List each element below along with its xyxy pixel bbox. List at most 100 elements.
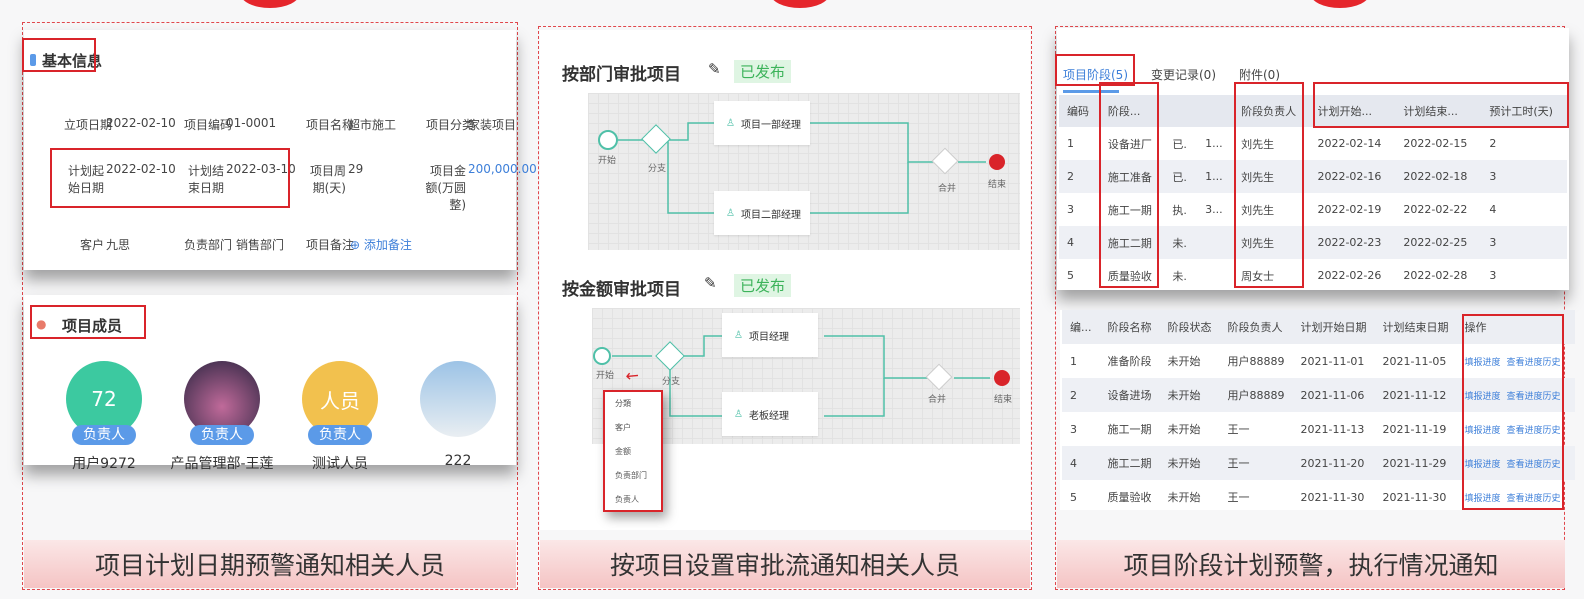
node-label: 老板经理 [748, 410, 789, 422]
table-cell: 5 [1067, 269, 1074, 282]
tab-change-log[interactable]: 变更记录(0) [1151, 68, 1216, 82]
table-cell: 5 [1070, 490, 1077, 504]
table-cell: 3 [1067, 203, 1074, 216]
report-progress-link[interactable]: 填报进度 [1464, 459, 1501, 470]
member-avatar[interactable]: 负责人产品管理部-王莲 [170, 361, 274, 472]
node-label: 项目一部经理 [740, 119, 801, 131]
column-header[interactable]: 编... [1062, 310, 1100, 344]
report-progress-link[interactable]: 填报进度 [1464, 391, 1501, 402]
member-avatar[interactable]: 222 [420, 361, 496, 469]
column-header[interactable]: 计划开始日期 [1292, 310, 1375, 344]
panel-border [1055, 26, 1565, 590]
status-tag: 已发布 [734, 274, 792, 297]
column-header[interactable]: 阶段负责人 [1219, 310, 1293, 344]
column-header[interactable]: 计划结束日期 [1374, 310, 1457, 344]
dropdown-option[interactable]: 负责部门 [615, 471, 647, 480]
member-name: 222 [444, 453, 472, 469]
dropdown-option[interactable]: 客户 [615, 423, 631, 432]
table-cell: 已. [1172, 137, 1187, 151]
table-cell: 刘先生 [1241, 203, 1275, 217]
edit-icon[interactable]: ✎ [704, 274, 717, 292]
report-progress-link[interactable]: 填报进度 [1464, 357, 1501, 368]
field-label: 项目编码 [184, 118, 233, 132]
view-progress-history-link[interactable]: 查看进度历史 [1506, 391, 1561, 402]
caption: 项目阶段计划预警，执行情况通知 [1057, 540, 1565, 588]
dropdown-option[interactable]: 负责人 [615, 495, 639, 504]
column-header[interactable]: 阶段... [1099, 95, 1165, 127]
active-tab-indicator [1063, 90, 1119, 93]
branch-label: 分支 [662, 377, 681, 387]
field-label: 项目周期(天) [309, 164, 346, 195]
column-header[interactable]: 阶段名称 [1099, 310, 1160, 344]
view-progress-history-link[interactable]: 查看进度历史 [1506, 425, 1561, 436]
approval-node[interactable]: ♙项目一部经理 [714, 101, 810, 145]
table-cell: 2021-11-29 [1374, 446, 1457, 480]
user-icon: ♙ [734, 329, 743, 341]
view-progress-history-link[interactable]: 查看进度历史 [1506, 493, 1561, 504]
table-cell: 质量验收 [1107, 491, 1152, 504]
column-header[interactable]: 阶段状态 [1159, 310, 1220, 344]
report-progress-link[interactable]: 填报进度 [1464, 425, 1501, 436]
table-cell: 2022-02-28 [1403, 269, 1468, 282]
table-cell: 未开始 [1159, 378, 1220, 412]
table-cell: 施工二期 [1099, 446, 1160, 480]
column-header[interactable]: 预计工时(天) [1481, 95, 1567, 127]
view-progress-history-link[interactable]: 查看进度历史 [1506, 459, 1561, 470]
field-label: 项目金额(万圆整) [425, 164, 466, 212]
info-icon [30, 54, 36, 66]
field-value: 超市施工 [348, 118, 397, 132]
tab-stages[interactable]: 项目阶段(5) [1063, 68, 1128, 82]
highlight-box [1055, 54, 1135, 86]
column-header[interactable]: 阶段负责人 [1233, 95, 1310, 127]
tab-attachments[interactable]: 附件(0) [1239, 68, 1280, 82]
flow-title: 按金额审批项目 [562, 280, 681, 300]
report-progress-link[interactable]: 填报进度 [1464, 493, 1501, 504]
column-header[interactable]: 计划开始... [1309, 95, 1396, 127]
approval-node[interactable]: ♙项目二部经理 [714, 191, 810, 235]
merge-label: 合并 [928, 395, 947, 405]
field-label: 计划起始日期 [67, 164, 104, 195]
table-cell: 2022-02-18 [1395, 160, 1482, 193]
edit-icon[interactable]: ✎ [708, 60, 721, 78]
members-icon: ● [36, 317, 47, 331]
member-avatar[interactable]: 人员负责人测试人员 [302, 361, 378, 472]
table-cell: 2021-11-30 [1300, 490, 1365, 504]
column-header[interactable]: 编码 [1059, 95, 1100, 127]
approval-node[interactable]: ♙老板经理 [722, 392, 818, 436]
column-header[interactable] [1164, 95, 1198, 127]
table-cell: 施工一期 [1107, 203, 1152, 217]
flow-canvas: 开始 分支 ♙项目经理 ♙老板经理 合并 结束 [592, 308, 1020, 444]
column-header[interactable]: 计划结束... [1395, 95, 1482, 127]
highlight-box [1234, 82, 1304, 288]
table-cell: 4 [1489, 203, 1497, 216]
table-cell: 2 [1059, 160, 1100, 193]
view-progress-history-link[interactable]: 查看进度历史 [1506, 357, 1561, 368]
table-cell: 执. [1172, 203, 1187, 217]
column-header[interactable] [1197, 95, 1234, 127]
dropdown-option[interactable]: 金额 [615, 447, 631, 456]
field-value: 200,000.00 [468, 162, 537, 176]
table-cell: 3 [1070, 422, 1077, 436]
table-cell: 王一 [1219, 446, 1293, 480]
branch-condition-dropdown[interactable]: 分類 客户 金额 负责部门 负责人 [603, 390, 663, 512]
table-cell: 2021-11-13 [1300, 422, 1365, 436]
role-badge: 负责人 [72, 425, 136, 445]
add-remark-link[interactable]: ⊕ 添加备注 [350, 238, 412, 252]
dropdown-option[interactable]: 分類 [615, 399, 631, 408]
table-cell: 2022-02-26 [1317, 269, 1382, 282]
approval-node[interactable]: ♙项目经理 [722, 313, 818, 357]
actions-cell: 填报进度查看进度历史 [1457, 412, 1575, 446]
